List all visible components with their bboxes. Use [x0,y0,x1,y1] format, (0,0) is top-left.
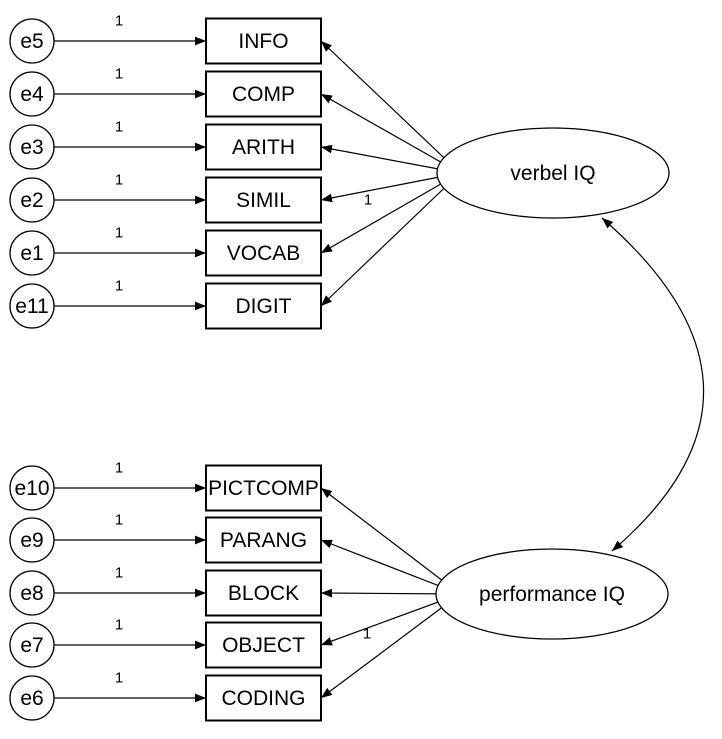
error-node-e9[interactable] [9,517,55,563]
covariance-path[interactable] [601,217,705,552]
latent-node-performance[interactable] [435,548,669,640]
loading-path-arith[interactable] [320,144,461,174]
error-node-e3[interactable] [9,124,55,170]
loading-path-comp[interactable] [320,93,461,174]
error-node-e4[interactable] [9,71,55,117]
observed-node-simil[interactable] [205,176,322,224]
error-node-e11[interactable] [9,283,55,329]
error-node-e5[interactable] [9,18,55,64]
observed-node-comp[interactable] [205,70,322,118]
observed-node-coding[interactable] [205,674,322,722]
observed-node-block[interactable] [205,569,322,617]
loading-path-coding[interactable] [320,593,461,699]
error-node-e7[interactable] [9,622,55,668]
loading-path-simil[interactable] [320,172,461,203]
error-circles-group [9,18,55,721]
observed-node-vocab[interactable] [205,229,322,277]
error-node-e8[interactable] [9,570,55,616]
loading-path-pictcomp[interactable] [320,487,461,595]
loading-paths-group [320,40,461,699]
error-node-e6[interactable] [9,675,55,721]
observed-node-info[interactable] [205,17,322,65]
error-paths-group [32,36,206,703]
observed-node-pictcomp[interactable] [205,464,322,512]
observed-rects-group [205,17,322,722]
covariance-path-group [601,217,705,552]
error-node-e1[interactable] [9,230,55,276]
loading-path-digit[interactable] [320,172,461,307]
loading-path-parang[interactable] [320,539,461,595]
error-node-e10[interactable] [9,465,55,511]
observed-node-digit[interactable] [205,282,322,330]
latent-ellipses-group [435,127,670,640]
loading-path-object[interactable] [320,593,461,646]
observed-node-arith[interactable] [205,123,322,171]
loading-path-vocab[interactable] [320,172,461,254]
observed-node-parang[interactable] [205,516,322,564]
error-node-e2[interactable] [9,177,55,223]
loading-path-info[interactable] [320,40,461,174]
observed-node-object[interactable] [205,621,322,669]
latent-node-verbal[interactable] [436,127,670,219]
